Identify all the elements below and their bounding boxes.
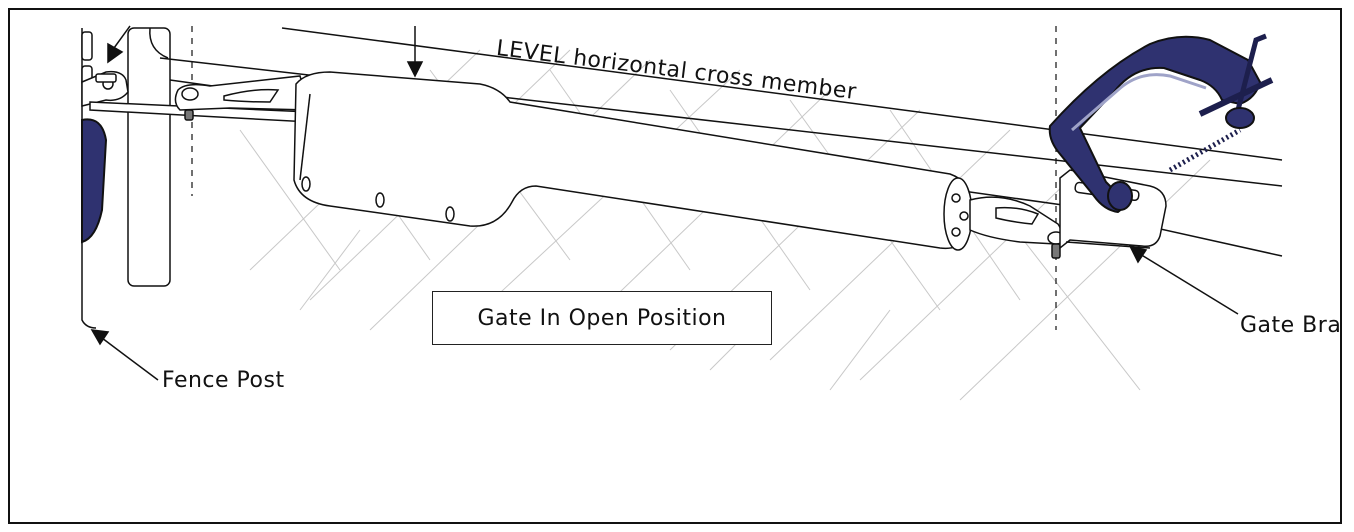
rear-arm: [89, 75, 312, 123]
pointer-arrows: [90, 25, 1239, 381]
post-clamp: [81, 118, 108, 244]
opener-body: [293, 71, 973, 251]
fence-post: [81, 27, 171, 329]
diagram-frame: LEVEL horizontal cross member Gate In Op…: [8, 8, 1342, 524]
post-bracket: [81, 70, 129, 107]
gate-bracket-label: Gate Bracke: [1240, 313, 1342, 338]
front-arm: [969, 196, 1065, 259]
c-clamp: [1048, 33, 1274, 214]
open-position-box: Gate In Open Position: [432, 291, 772, 345]
gate-opener-illustration: [81, 25, 1283, 401]
open-position-label: Gate In Open Position: [477, 305, 727, 331]
fence-post-label: Fence Post: [162, 368, 285, 393]
